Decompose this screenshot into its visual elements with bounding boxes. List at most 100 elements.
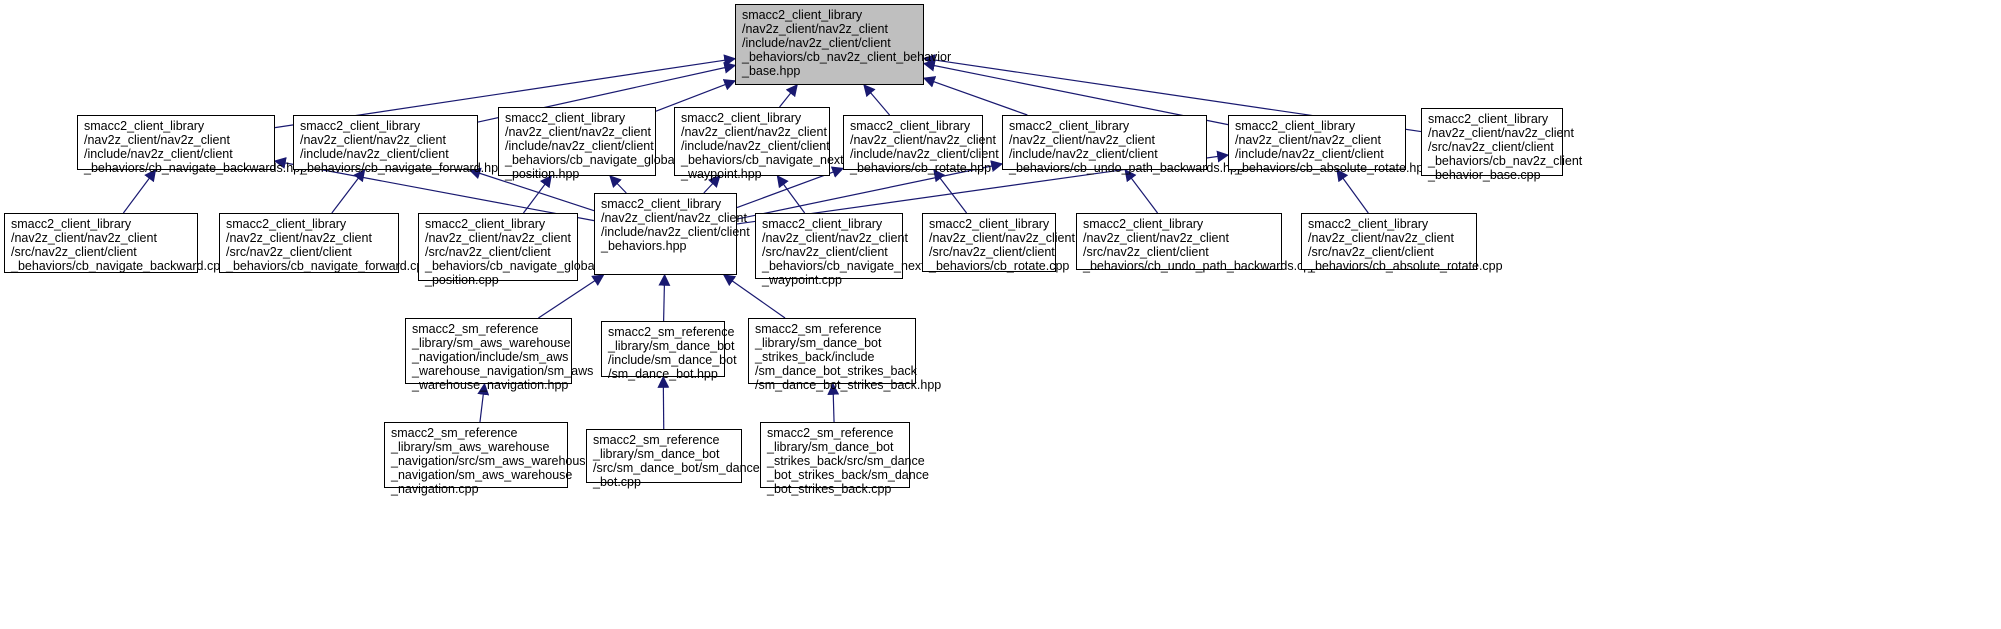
node-cb-navigate-global-position-hpp[interactable]: smacc2_client_library/nav2z_client/nav2z… [498, 107, 678, 181]
node-label-line: smacc2_client_library [1235, 119, 1356, 133]
node-label-line: /include/nav2z_client/client [84, 147, 233, 161]
node-cb-navigate-backward-cpp[interactable]: smacc2_client_library/nav2z_client/nav2z… [4, 213, 228, 273]
node-client-behaviors-hpp[interactable]: smacc2_client_library/nav2z_client/nav2z… [594, 193, 750, 275]
node-sm-dance-bot-hpp[interactable]: smacc2_sm_reference_library/sm_dance_bot… [601, 321, 737, 381]
node-label-line: /include/nav2z_client/client [1235, 147, 1384, 161]
node-label-line: smacc2_sm_reference [608, 325, 735, 339]
node-label-line: _behaviors/cb_rotate.cpp [929, 259, 1070, 273]
edge-undo_cpp-to-undo_hpp [1124, 169, 1159, 214]
node-sm-dance-bot-strikes-back-hpp[interactable]: smacc2_sm_reference_library/sm_dance_bot… [748, 318, 941, 392]
node-label-line: /nav2z_client/nav2z_client [601, 211, 747, 225]
node-label-line: /include/nav2z_client/client [681, 139, 830, 153]
node-label-line: /nav2z_client/nav2z_client [929, 231, 1075, 245]
node-label-line: /include/nav2z_client/client [1009, 147, 1158, 161]
edge-cb_hpp-to-ngp_hpp [609, 175, 627, 194]
node-label-line: smacc2_client_library [1009, 119, 1130, 133]
node-label-line: _strikes_back/include [755, 350, 875, 364]
node-cb-navigate-forward-hpp[interactable]: smacc2_client_library/nav2z_client/nav2z… [293, 115, 505, 175]
node-label-line: _behaviors/cb_navigate_global [505, 153, 678, 167]
node-label-line: _library/sm_dance_bot [608, 339, 735, 353]
node-cb-nav2z-client-behavior-base-hpp[interactable]: smacc2_client_library/nav2z_client/nav2z… [735, 4, 952, 85]
node-label-line: smacc2_client_library [1083, 217, 1204, 231]
edge-rot_hpp-to-root [863, 84, 891, 116]
node-label-line: smacc2_client_library [929, 217, 1050, 231]
node-label-line: /src/nav2z_client/client [11, 245, 137, 259]
node-label-line: _library/sm_dance_bot [593, 447, 720, 461]
node-cb-undo-path-backwards-hpp[interactable]: smacc2_client_library/nav2z_client/nav2z… [1002, 115, 1244, 175]
node-label-line: _bot.cpp [593, 475, 641, 489]
node-label-line: /nav2z_client/nav2z_client [1428, 126, 1574, 140]
node-label-line: _behaviors/cb_undo_path_backwards.hpp [1009, 161, 1244, 175]
edge-dance_hpp-to-cb_hpp [658, 273, 671, 322]
node-label-line: _behaviors.hpp [601, 239, 687, 253]
node-cb-absolute-rotate-cpp[interactable]: smacc2_client_library/nav2z_client/nav2z… [1301, 213, 1503, 273]
edge-nb_cpp-to-nb_hpp [122, 169, 157, 214]
node-label-line: /nav2z_client/nav2z_client [1083, 231, 1229, 245]
node-label-line: /include/nav2z_client/client [505, 139, 654, 153]
node-cb-navigate-backwards-hpp[interactable]: smacc2_client_library/nav2z_client/nav2z… [77, 115, 307, 175]
node-label-line: /include/sm_dance_bot [608, 353, 737, 367]
node-label-line: _behaviors/cb_navigate_backward.cpp [11, 259, 228, 273]
node-label-line: /nav2z_client/nav2z_client [11, 231, 157, 245]
node-label-line: smacc2_client_library [850, 119, 971, 133]
edge-abs_hpp-to-root [922, 59, 1229, 126]
node-cb-nav2z-client-behavior-base-cpp[interactable]: smacc2_client_library/nav2z_client/nav2z… [1421, 108, 1583, 182]
node-sm-dance-bot-cpp[interactable]: smacc2_sm_reference_library/sm_dance_bot… [586, 429, 760, 489]
node-label-line: smacc2_client_library [226, 217, 347, 231]
node-label-line: smacc2_client_library [1308, 217, 1429, 231]
node-label-line: /include/nav2z_client/client [850, 147, 999, 161]
node-cb-rotate-hpp[interactable]: smacc2_client_library/nav2z_client/nav2z… [843, 115, 999, 175]
node-sm-aws-warehouse-navigation-cpp[interactable]: smacc2_sm_reference_library/sm_aws_wareh… [384, 422, 593, 496]
node-label-line: smacc2_sm_reference [593, 433, 720, 447]
node-label-line: _behaviors/cb_navigate_forward.cpp [226, 259, 431, 273]
node-label-line: smacc2_client_library [11, 217, 132, 231]
node-label-line: _navigation/sm_aws_warehouse [391, 468, 573, 482]
node-label-line: /src/nav2z_client/client [1428, 140, 1554, 154]
node-label-line: smacc2_client_library [681, 111, 802, 125]
node-label-line: smacc2_client_library [84, 119, 205, 133]
node-label-line: _behaviors/cb_nav2z_client [1428, 154, 1583, 168]
node-label-line: _behaviors/cb_rotate.hpp [850, 161, 992, 175]
node-cb-navigate-next-waypoint-cpp[interactable]: smacc2_client_library/nav2z_client/nav2z… [755, 213, 925, 287]
node-label-line: _strikes_back/src/sm_dance [767, 454, 925, 468]
node-cb-navigate-forward-cpp[interactable]: smacc2_client_library/nav2z_client/nav2z… [219, 213, 431, 273]
node-cb-navigate-next-waypoint-hpp[interactable]: smacc2_client_library/nav2z_client/nav2z… [674, 107, 844, 181]
node-label-line: _library/sm_dance_bot [767, 440, 894, 454]
node-label-line: _position.hpp [505, 167, 580, 181]
node-sm-aws-warehouse-navigation-hpp[interactable]: smacc2_sm_reference_library/sm_aws_wareh… [405, 318, 594, 392]
node-sm-dance-bot-strikes-back-cpp[interactable]: smacc2_sm_reference_library/sm_dance_bot… [760, 422, 929, 496]
node-label-line: _waypoint.hpp [681, 167, 762, 181]
node-label-line: /nav2z_client/nav2z_client [681, 125, 827, 139]
node-label-line: _behaviors/cb_nav2z_client_behavior [742, 50, 952, 64]
node-label-line: smacc2_client_library [742, 8, 863, 22]
node-label-line: _warehouse_navigation/sm_aws [412, 364, 594, 378]
node-label-line: _behaviors/cb_undo_path_backwards.cpp [1083, 259, 1318, 273]
node-label-line: smacc2_client_library [425, 217, 546, 231]
node-cb-navigate-global-position-cpp[interactable]: smacc2_client_library/nav2z_client/nav2z… [418, 213, 597, 287]
node-label-line: _navigation/src/sm_aws_warehouse [391, 454, 593, 468]
node-label-line: smacc2_sm_reference [767, 426, 894, 440]
node-label-line: smacc2_sm_reference [391, 426, 518, 440]
node-label-line: _behaviors/cb_absolute_rotate.cpp [1308, 259, 1503, 273]
edge-aws_hpp-to-cb_hpp [538, 274, 605, 319]
node-label-line: /include/nav2z_client/client [742, 36, 891, 50]
node-label-line: _bot_strikes_back.cpp [767, 482, 892, 496]
node-cb-absolute-rotate-hpp[interactable]: smacc2_client_library/nav2z_client/nav2z… [1228, 115, 1430, 175]
edge-ngp_cpp-to-ngp_hpp [522, 175, 552, 214]
edge-nnw_cpp-to-nnw_hpp [776, 175, 806, 214]
node-cb-undo-path-backwards-cpp[interactable]: smacc2_client_library/nav2z_client/nav2z… [1076, 213, 1318, 273]
node-label-line: _navigation.cpp [391, 482, 479, 496]
edge-strikes_cpp-to-strikes_hpp [827, 382, 840, 423]
node-label-line: _navigation/include/sm_aws [412, 350, 569, 364]
node-label-line: /sm_dance_bot.hpp [608, 367, 718, 381]
edge-aws_cpp-to-aws_hpp [477, 382, 490, 423]
node-label-line: /nav2z_client/nav2z_client [226, 231, 372, 245]
node-label-line: /sm_dance_bot_strikes_back [755, 364, 917, 378]
node-label-line: _base.hpp [742, 64, 801, 78]
node-label-line: _waypoint.cpp [762, 273, 842, 287]
node-label-line: smacc2_client_library [505, 111, 626, 125]
node-cb-rotate-cpp[interactable]: smacc2_client_library/nav2z_client/nav2z… [922, 213, 1075, 273]
node-label-line: /src/nav2z_client/client [1308, 245, 1434, 259]
